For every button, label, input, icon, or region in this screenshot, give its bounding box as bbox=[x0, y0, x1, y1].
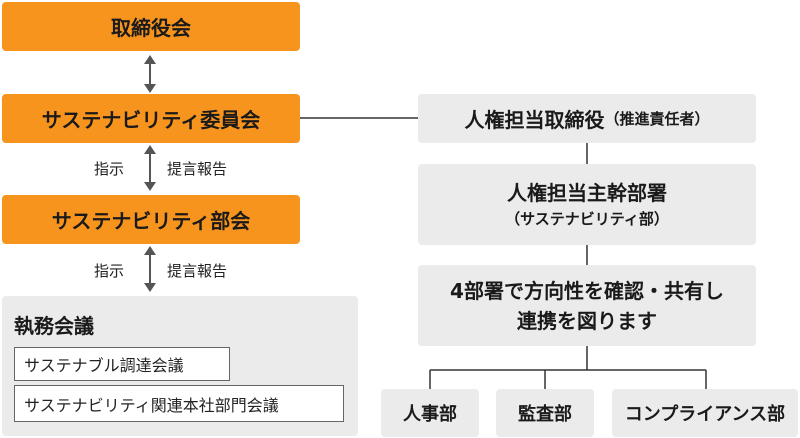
dept-box-hr: 人事部 bbox=[381, 389, 479, 437]
board-label: 取締役会 bbox=[111, 16, 191, 40]
officer-box: 人権担当取締役 （推進責任者） bbox=[418, 94, 756, 143]
instruction-label: 指示 bbox=[94, 262, 125, 280]
instruction-label: 指示 bbox=[94, 160, 125, 178]
share-line-1: 4部署で方向性を確認・共有し bbox=[450, 278, 724, 303]
lead-dept-label: 人権担当主幹部署 bbox=[507, 180, 667, 205]
exec-meeting-panel: 執務会議 サステナブル調達会議 サステナビリティ関連本社部門会議 bbox=[2, 296, 358, 436]
committee-box: サステナビリティ委員会 bbox=[2, 94, 300, 143]
share-line-2: 連携を図ります bbox=[517, 308, 657, 333]
double-arrow-icon bbox=[144, 145, 156, 191]
recommend-report-label: 提言報告 bbox=[167, 262, 228, 280]
share-box: 4部署で方向性を確認・共有し 連携を図ります bbox=[418, 265, 756, 346]
dept-label: 人事部 bbox=[403, 404, 457, 425]
dept-label: コンプライアンス部 bbox=[624, 404, 786, 425]
committee-label: サステナビリティ委員会 bbox=[41, 108, 261, 132]
lead-dept-box: 人権担当主幹部署 （サステナビリティ部） bbox=[418, 164, 756, 245]
dept-box-compliance: コンプライアンス部 bbox=[612, 389, 798, 437]
double-arrow-icon bbox=[144, 55, 156, 93]
officer-sub-label: （推進責任者） bbox=[604, 110, 710, 128]
meeting-item: サステナビリティ関連本社部門会議 bbox=[14, 385, 344, 422]
department-label: サステナビリティ部会 bbox=[51, 209, 251, 233]
double-arrow-icon bbox=[144, 246, 156, 292]
lead-dept-sub-label: （サステナビリティ部） bbox=[505, 209, 669, 228]
board-box: 取締役会 bbox=[2, 2, 300, 51]
meeting-item-label: サステナブル調達会議 bbox=[24, 356, 184, 375]
dept-box-audit: 監査部 bbox=[496, 389, 594, 437]
dept-label: 監査部 bbox=[518, 404, 572, 425]
exec-meeting-title: 執務会議 bbox=[14, 314, 94, 338]
meeting-item: サステナブル調達会議 bbox=[14, 347, 230, 381]
department-box: サステナビリティ部会 bbox=[2, 195, 300, 244]
recommend-report-label: 提言報告 bbox=[167, 160, 228, 178]
officer-label: 人権担当取締役 bbox=[464, 108, 605, 132]
meeting-item-label: サステナビリティ関連本社部門会議 bbox=[24, 395, 279, 415]
